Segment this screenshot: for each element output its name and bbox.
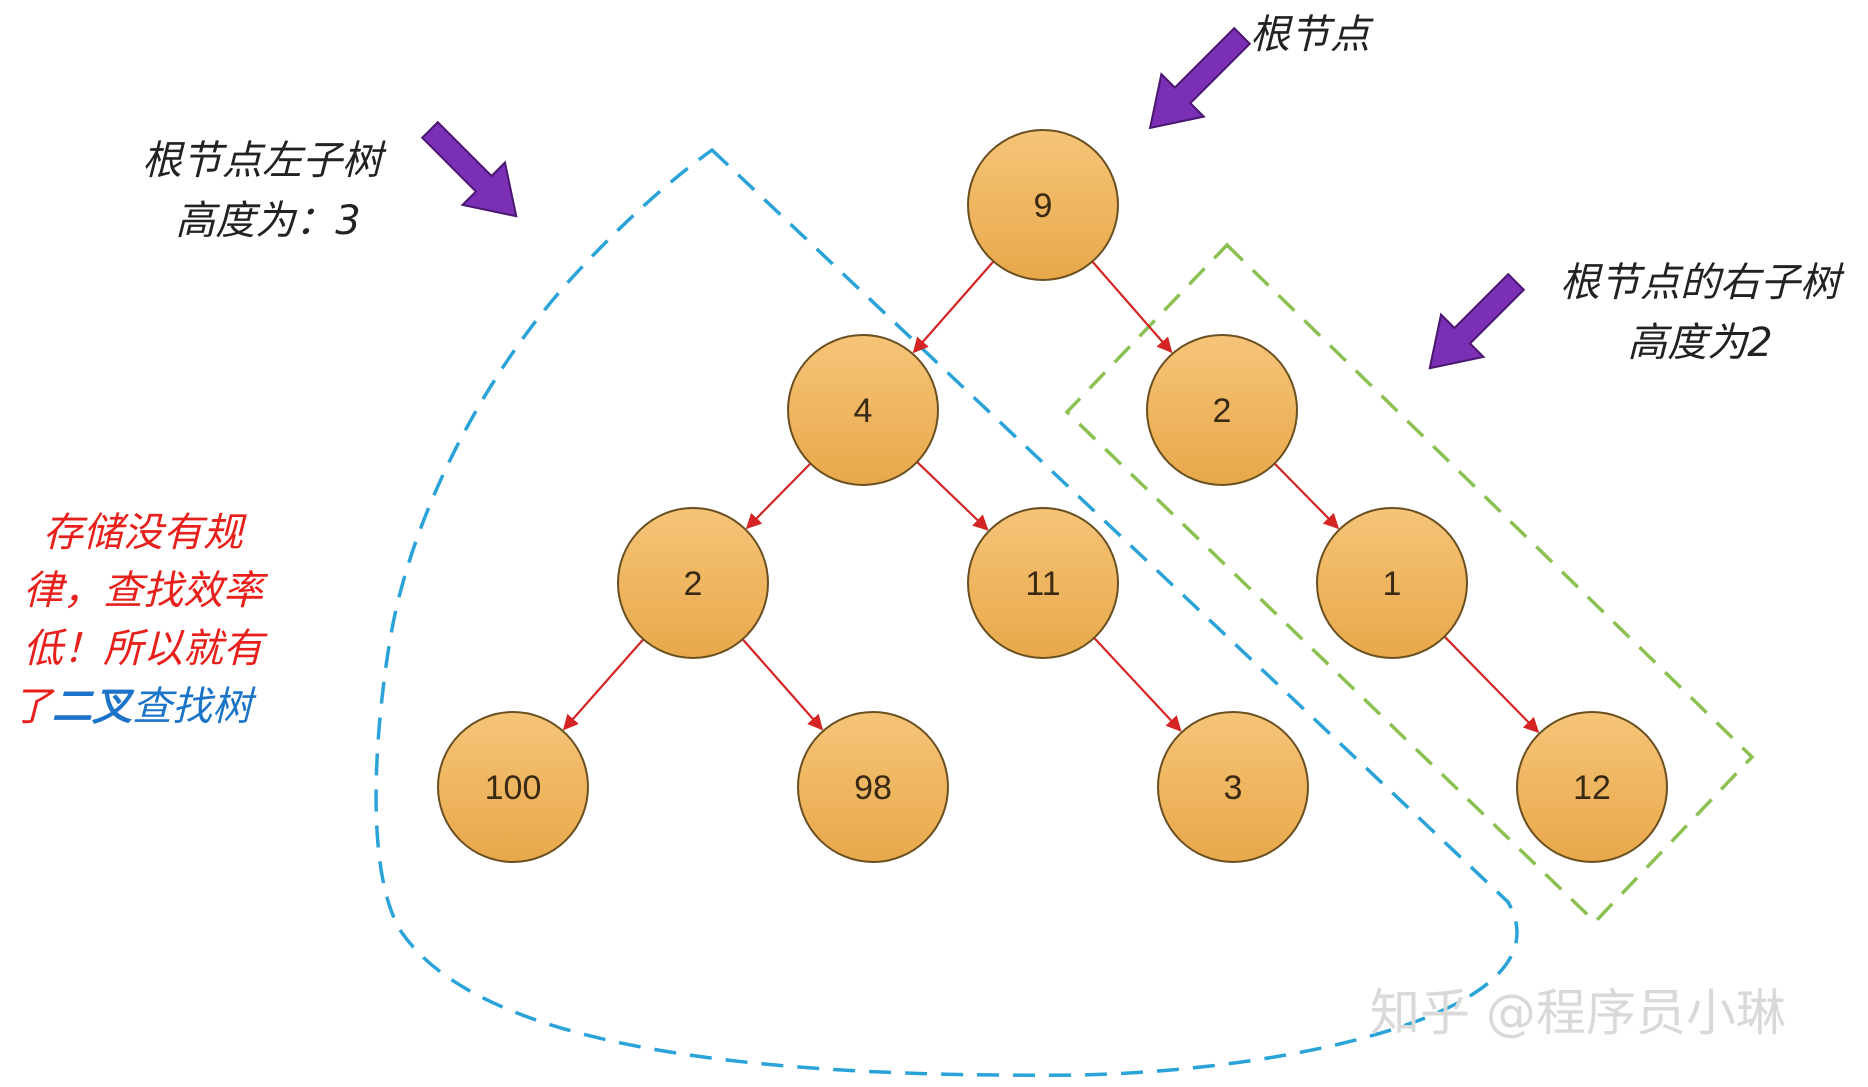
- note-line4-part2: 二叉: [52, 684, 135, 730]
- tree-node-circle: [617, 507, 769, 659]
- left-subtree-annotation-line2: 高度为：3: [175, 198, 360, 244]
- tree-node-n100: 100: [437, 711, 589, 863]
- tree-edge-n4-n11: [916, 461, 989, 531]
- watermark: 知乎 @程序员小琳: [1370, 984, 1786, 1042]
- tree-node-circle: [967, 129, 1119, 281]
- root-annotation: 根节点: [1250, 12, 1374, 58]
- tree-node-label: 98: [854, 769, 892, 807]
- tree-edge-n9-n4: [912, 260, 995, 354]
- tree-node-n2r: 2: [1146, 334, 1298, 486]
- note-line4-part1: 了: [12, 684, 55, 730]
- tree-node-label: 11: [1025, 565, 1060, 603]
- right-subtree-pointer-arrow-icon: [1428, 272, 1526, 370]
- tree-node-label: 12: [1573, 769, 1611, 807]
- tree-edge-n2l-n100: [562, 638, 645, 731]
- tree-node-n11: 11: [967, 507, 1119, 659]
- tree-node-label: 3: [1224, 769, 1243, 807]
- tree-node-label: 9: [1034, 187, 1053, 225]
- note-line2: 律，查找效率: [23, 568, 269, 614]
- tree-edge-n1-n12: [1443, 635, 1540, 734]
- tree-edge-n2l-n98: [741, 638, 824, 731]
- tree-edges: [562, 260, 1540, 734]
- tree-node-label: 2: [1213, 392, 1232, 430]
- left-subtree-pointer-arrow-icon: [420, 120, 518, 218]
- note-line4: 了二叉查找树: [12, 684, 257, 730]
- tree-edge-n4-n2l: [745, 462, 812, 530]
- tree-node-n12: 12: [1516, 711, 1668, 863]
- note-line3: 低！所以就有: [23, 626, 268, 672]
- tree-node-label: 2: [684, 565, 703, 603]
- tree-node-n3: 3: [1157, 711, 1309, 863]
- tree-node-circle: [1146, 334, 1298, 486]
- tree-node-circle: [1157, 711, 1309, 863]
- tree-node-label: 4: [854, 392, 873, 430]
- note-line1: 存储没有规: [43, 510, 247, 556]
- tree-edge-n11-n3: [1093, 637, 1182, 732]
- tree-node-circle: [967, 507, 1119, 659]
- right-subtree-annotation-line2: 高度为2: [1627, 320, 1772, 366]
- root-pointer-arrow-icon: [1148, 26, 1252, 130]
- left-subtree-annotation-line1: 根节点左子树: [142, 138, 387, 184]
- tree-edge-n2r-n1: [1273, 462, 1340, 530]
- tree-node-n2l: 2: [617, 507, 769, 659]
- tree-node-n4: 4: [787, 334, 939, 486]
- left-subtree-outline: [374, 147, 1519, 1077]
- right-subtree-annotation-line1: 根节点的右子树: [1560, 260, 1845, 306]
- tree-node-label: 100: [485, 769, 542, 807]
- tree-node-n98: 98: [797, 711, 949, 863]
- note-line4-part3: 查找树: [132, 684, 257, 730]
- tree-edge-n9-n2r: [1091, 260, 1173, 354]
- tree-node-n1: 1: [1316, 507, 1468, 659]
- tree-node-circle: [1516, 711, 1668, 863]
- tree-node-label: 1: [1383, 565, 1402, 603]
- tree-node-circle: [437, 711, 589, 863]
- tree-node-circle: [1316, 507, 1468, 659]
- tree-node-n9: 9: [967, 129, 1119, 281]
- tree-node-circle: [797, 711, 949, 863]
- tree-node-circle: [787, 334, 939, 486]
- right-subtree-outline: [1064, 242, 1755, 925]
